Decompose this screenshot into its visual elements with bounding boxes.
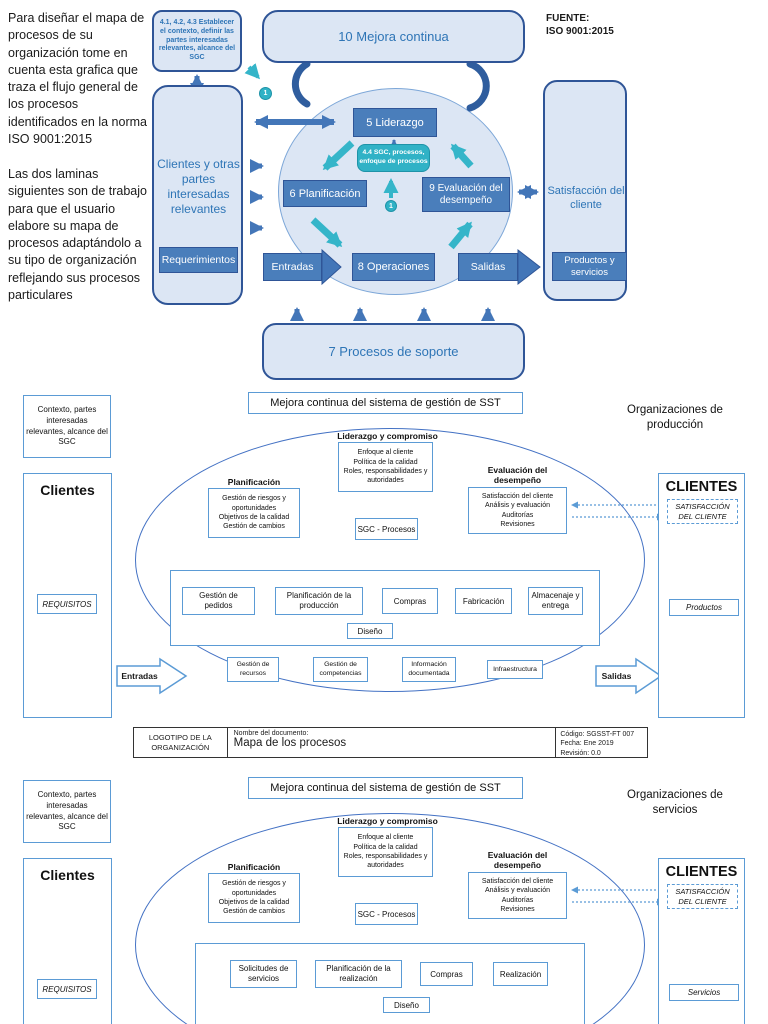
production-clientes-right-box: CLIENTES SATISFACCIÓN DEL CLIENTE Produc… — [658, 473, 745, 718]
flow-box-planificacion-realizacion: Planificación de la realización — [315, 960, 402, 988]
flow-box-compras-svc: Compras — [420, 962, 473, 986]
iso-liderazgo-box: 5 Liderazgo — [353, 108, 437, 137]
arrow-context-step1 — [244, 63, 261, 80]
services-map: Mejora continua del sistema de gestión d… — [0, 770, 768, 1024]
production-clientes-box: Clientes REQUISITOS — [23, 473, 112, 718]
flow-box-diseno: Diseño — [347, 623, 393, 639]
services-planificacion-box: Gestión de riesgos y oportunidades Objet… — [208, 873, 300, 923]
services-liderazgo-title: Liderazgo y compromiso — [337, 816, 438, 826]
title-block-doc-label: Nombre del documento: — [233, 730, 309, 737]
production-ellipse — [135, 428, 645, 692]
iso-productos-box: Productos y servicios — [552, 252, 627, 281]
iso-operaciones-box: 8 Operaciones — [352, 253, 435, 281]
services-header: Mejora continua del sistema de gestión d… — [248, 777, 523, 799]
services-output-box: Servicios — [669, 984, 739, 1001]
flow-box-planificacion-produccion: Planificación de la producción — [275, 587, 363, 615]
production-sgc-box: SGC - Procesos — [355, 518, 418, 540]
iso-context-box: 4.1, 4.2, 4.3 Establecer el contexto, de… — [152, 10, 242, 72]
services-planificacion-title: Planificación — [227, 862, 281, 872]
services-requisitos-box: REQUISITOS — [37, 979, 97, 999]
production-evaluacion-title: Evaluación del desempeño — [487, 465, 548, 486]
services-clientes-right-box: CLIENTES SATISFACCIÓN DEL CLIENTE Servic… — [658, 858, 745, 1024]
title-block-fecha: Fecha: Ene 2019 — [560, 740, 614, 748]
production-liderazgo-box: Enfoque al cliente Política de la calida… — [338, 442, 433, 492]
support-box-recursos: Gestión de recursos — [227, 657, 279, 682]
iso-planificacion-box: 6 Planificación — [283, 180, 367, 207]
intro-paragraph-2: Las dos laminas siguientes son de trabaj… — [8, 167, 147, 302]
title-block-doc-name: Mapa de los procesos — [233, 737, 347, 749]
production-satisfaccion-box: SATISFACCIÓN DEL CLIENTE — [667, 499, 738, 524]
flow-box-realizacion: Realización — [493, 962, 548, 986]
flow-box-fabricacion: Fabricación — [455, 588, 512, 614]
source-label: FUENTE: ISO 9001:2015 — [546, 12, 614, 38]
services-clientes-title: Clientes — [40, 867, 95, 883]
iso-mejora-box: 10 Mejora continua — [262, 10, 525, 63]
services-evaluacion-box: Satisfacción del cliente Análisis y eval… — [468, 872, 567, 919]
source-line1: FUENTE: — [546, 13, 590, 24]
flow-box-compras: Compras — [382, 588, 438, 614]
title-block: LOGOTIPO DE LA ORGANIZACIÓN Nombre del d… — [133, 727, 648, 758]
iso-clientes-box: Clientes y otras partes interesadas rele… — [152, 85, 243, 305]
services-liderazgo-box: Enfoque al cliente Política de la calida… — [338, 827, 433, 877]
flow-box-pedidos: Gestión de pedidos — [182, 587, 255, 615]
services-clientes-right-title: CLIENTES — [665, 864, 738, 880]
intro-paragraph-1: Para diseñar el mapa de procesos de su o… — [8, 11, 147, 146]
support-box-informacion: Información documentada — [402, 657, 456, 682]
production-context-box: Contexto, partes interesadas relevantes,… — [23, 395, 111, 458]
flow-box-almacenaje: Almacenaje y entrega — [528, 587, 583, 615]
intro-text: Para diseñar el mapa de procesos de su o… — [8, 10, 150, 304]
step-badge-2: 1 — [385, 200, 397, 212]
iso-salidas-box: Salidas — [458, 253, 518, 281]
support-box-competencias: Gestión de competencias — [313, 657, 368, 682]
iso-sgc-box: 4.4 SGC, procesos, enfoque de procesos — [357, 144, 430, 172]
title-block-revision: Revisión: 0.0 — [560, 749, 601, 757]
production-requisitos-box: REQUISITOS — [37, 594, 97, 614]
flow-box-solicitudes: Solicitudes de servicios — [230, 960, 297, 988]
curved-arrow-right — [466, 60, 490, 112]
source-line2: ISO 9001:2015 — [546, 26, 614, 37]
production-header: Mejora continua del sistema de gestión d… — [248, 392, 523, 414]
services-clientes-box: Clientes REQUISITOS — [23, 858, 112, 1024]
production-clientes-right-title: CLIENTES — [665, 479, 738, 495]
title-block-codigo: Código: SGSST-FT 007 — [560, 731, 635, 738]
production-output-box: Productos — [669, 599, 739, 616]
iso-requerimientos-box: Requerimientos — [159, 247, 238, 273]
production-planificacion-box: Gestión de riesgos y oportunidades Objet… — [208, 488, 300, 538]
iso-clientes-label: Clientes y otras partes interesadas rele… — [157, 157, 240, 216]
production-evaluacion-box: Satisfacción del cliente Análisis y eval… — [468, 487, 567, 534]
production-map: Mejora continua del sistema de gestión d… — [0, 385, 768, 725]
production-liderazgo-title: Liderazgo y compromiso — [337, 431, 438, 441]
salidas-arrowhead — [517, 248, 541, 286]
services-sgc-box: SGC - Procesos — [355, 903, 418, 925]
step-badge-1: 1 — [259, 87, 272, 100]
flow-box-diseno-svc: Diseño — [383, 997, 430, 1013]
support-box-infraestructura: Infraestructura — [487, 660, 543, 679]
production-entradas-label: Entradas — [121, 671, 158, 681]
production-salidas-label: Salidas — [601, 671, 632, 681]
services-satisfaccion-box: SATISFACCIÓN DEL CLIENTE — [667, 884, 738, 909]
iso-soporte-box: 7 Procesos de soporte — [262, 323, 525, 380]
production-clientes-title: Clientes — [40, 482, 95, 498]
production-planificacion-title: Planificación — [227, 477, 281, 487]
iso-satisfaccion-box: Satisfacción del cliente Productos y ser… — [543, 80, 627, 301]
services-evaluacion-title: Evaluación del desempeño — [487, 850, 548, 871]
iso-satisfaccion-label: Satisfacción del cliente — [547, 185, 625, 211]
iso-evaluacion-box: 9 Evaluación del desempeño — [422, 177, 510, 212]
services-context-box: Contexto, partes interesadas relevantes,… — [23, 780, 111, 843]
title-block-logo-cell: LOGOTIPO DE LA ORGANIZACIÓN — [134, 728, 228, 757]
services-org-label: Organizaciones de servicios — [627, 789, 723, 816]
iso-entradas-box: Entradas — [263, 253, 322, 281]
iso-diagram: 4.1, 4.2, 4.3 Establecer el contexto, de… — [0, 0, 768, 385]
curved-arrow-left — [291, 60, 311, 108]
production-org-label: Organizaciones de producción — [627, 404, 723, 431]
